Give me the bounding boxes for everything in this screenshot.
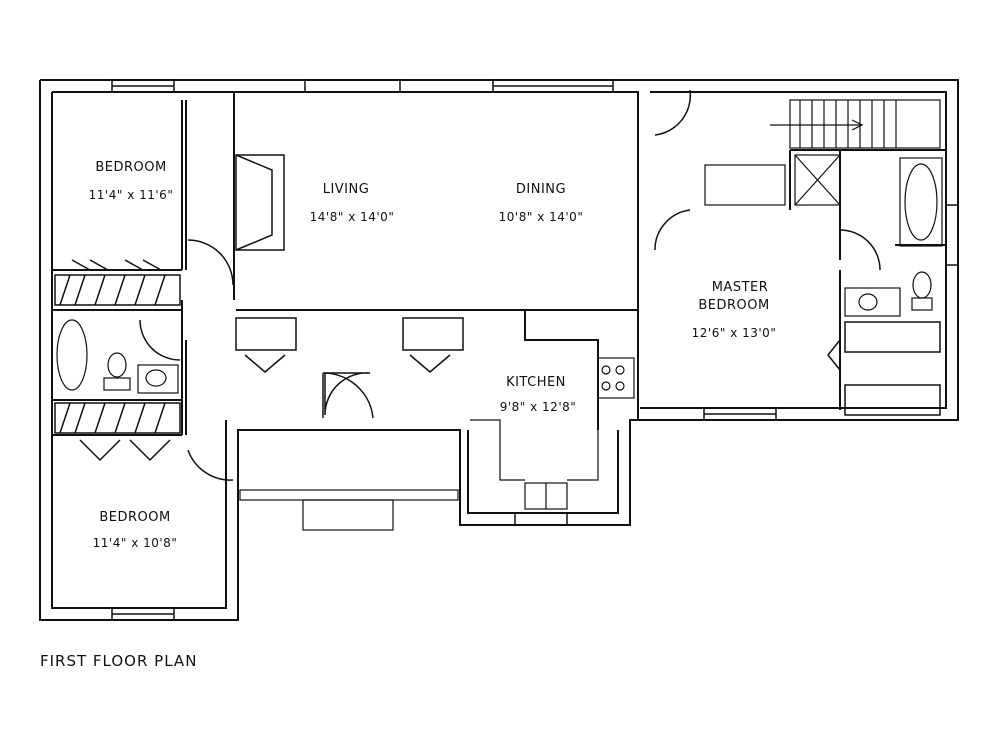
room-label-bedroom-1: BEDROOM (95, 160, 167, 175)
exterior-walls (39, 79, 959, 621)
closet-icon (54, 259, 941, 462)
fireplace-icon (235, 154, 285, 251)
window-icon (111, 79, 959, 621)
sink-icon (137, 164, 901, 394)
room-label-kitchen: KITCHEN (506, 375, 566, 390)
room-label-master-line1: MASTER (711, 280, 769, 295)
shower-icon (794, 154, 841, 206)
room-label-living: LIVING (322, 182, 370, 197)
room-dims-bedroom-1: 11'4" x 11'6" (88, 188, 174, 202)
room-dims-living: 14'8" x 14'0" (309, 210, 395, 224)
room-label-bedroom-2: BEDROOM (99, 510, 171, 525)
kitchen-counter (470, 419, 599, 481)
room-dims-dining: 10'8" x 14'0" (498, 210, 584, 224)
door-swing-icon (139, 89, 881, 481)
double-sink-icon (524, 482, 568, 510)
plan-title: FIRST FLOOR PLAN (40, 652, 198, 670)
room-label-master-line2: BEDROOM (698, 298, 770, 313)
bathtub-icon (56, 157, 943, 391)
room-dims-master: 12'6" x 13'0" (691, 326, 777, 340)
toilet-icon (103, 271, 933, 391)
room-dims-bedroom-2: 11'4" x 10'8" (92, 536, 178, 550)
room-dims-kitchen: 9'8" x 12'8" (499, 400, 577, 414)
room-label-dining: DINING (515, 182, 567, 197)
stair-arrow-icon (770, 99, 941, 149)
porch (239, 489, 459, 531)
range-icon (597, 357, 635, 399)
interior-walls (52, 100, 946, 436)
